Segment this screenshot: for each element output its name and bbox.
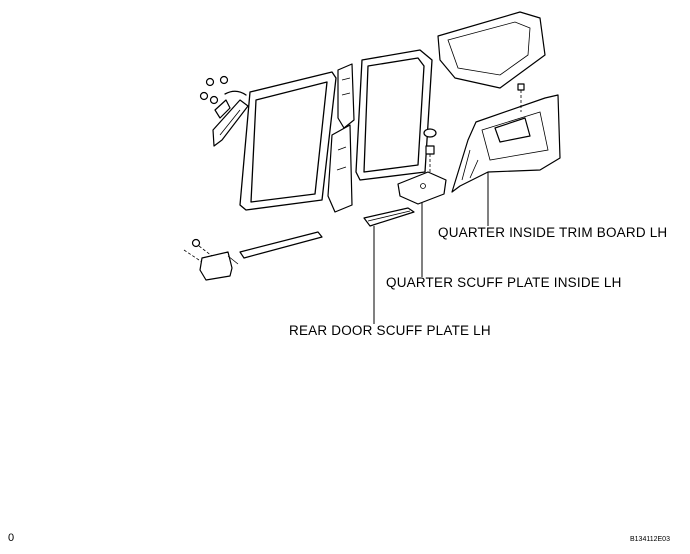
quarter-inside-trim-board [451, 94, 561, 193]
rear-door-weatherstrip [355, 49, 433, 181]
center-pillar-garnish [327, 63, 355, 213]
figure-code: B134112E03 [630, 536, 670, 543]
rear-door-scuff-plate [363, 207, 415, 227]
lower-bracket [183, 238, 239, 281]
front-door-weatherstrip [239, 71, 337, 211]
front-pillar-garnish [212, 99, 249, 147]
corner-mark: 0 [8, 532, 15, 544]
clip-fasteners [199, 75, 247, 119]
trim-board-screw [517, 83, 525, 112]
front-door-scuff-plate [239, 231, 323, 259]
label-rear-door-scuff-plate: REAR DOOR SCUFF PLATE LH [289, 323, 491, 338]
quarter-window-trim [437, 11, 546, 89]
quarter-scuff-plate-inside [397, 171, 447, 205]
label-quarter-inside-trim-board: QUARTER INSIDE TRIM BOARD LH [438, 225, 668, 240]
label-quarter-scuff-plate-inside: QUARTER SCUFF PLATE INSIDE LH [386, 275, 622, 290]
scuff-plate-clip [423, 128, 437, 176]
